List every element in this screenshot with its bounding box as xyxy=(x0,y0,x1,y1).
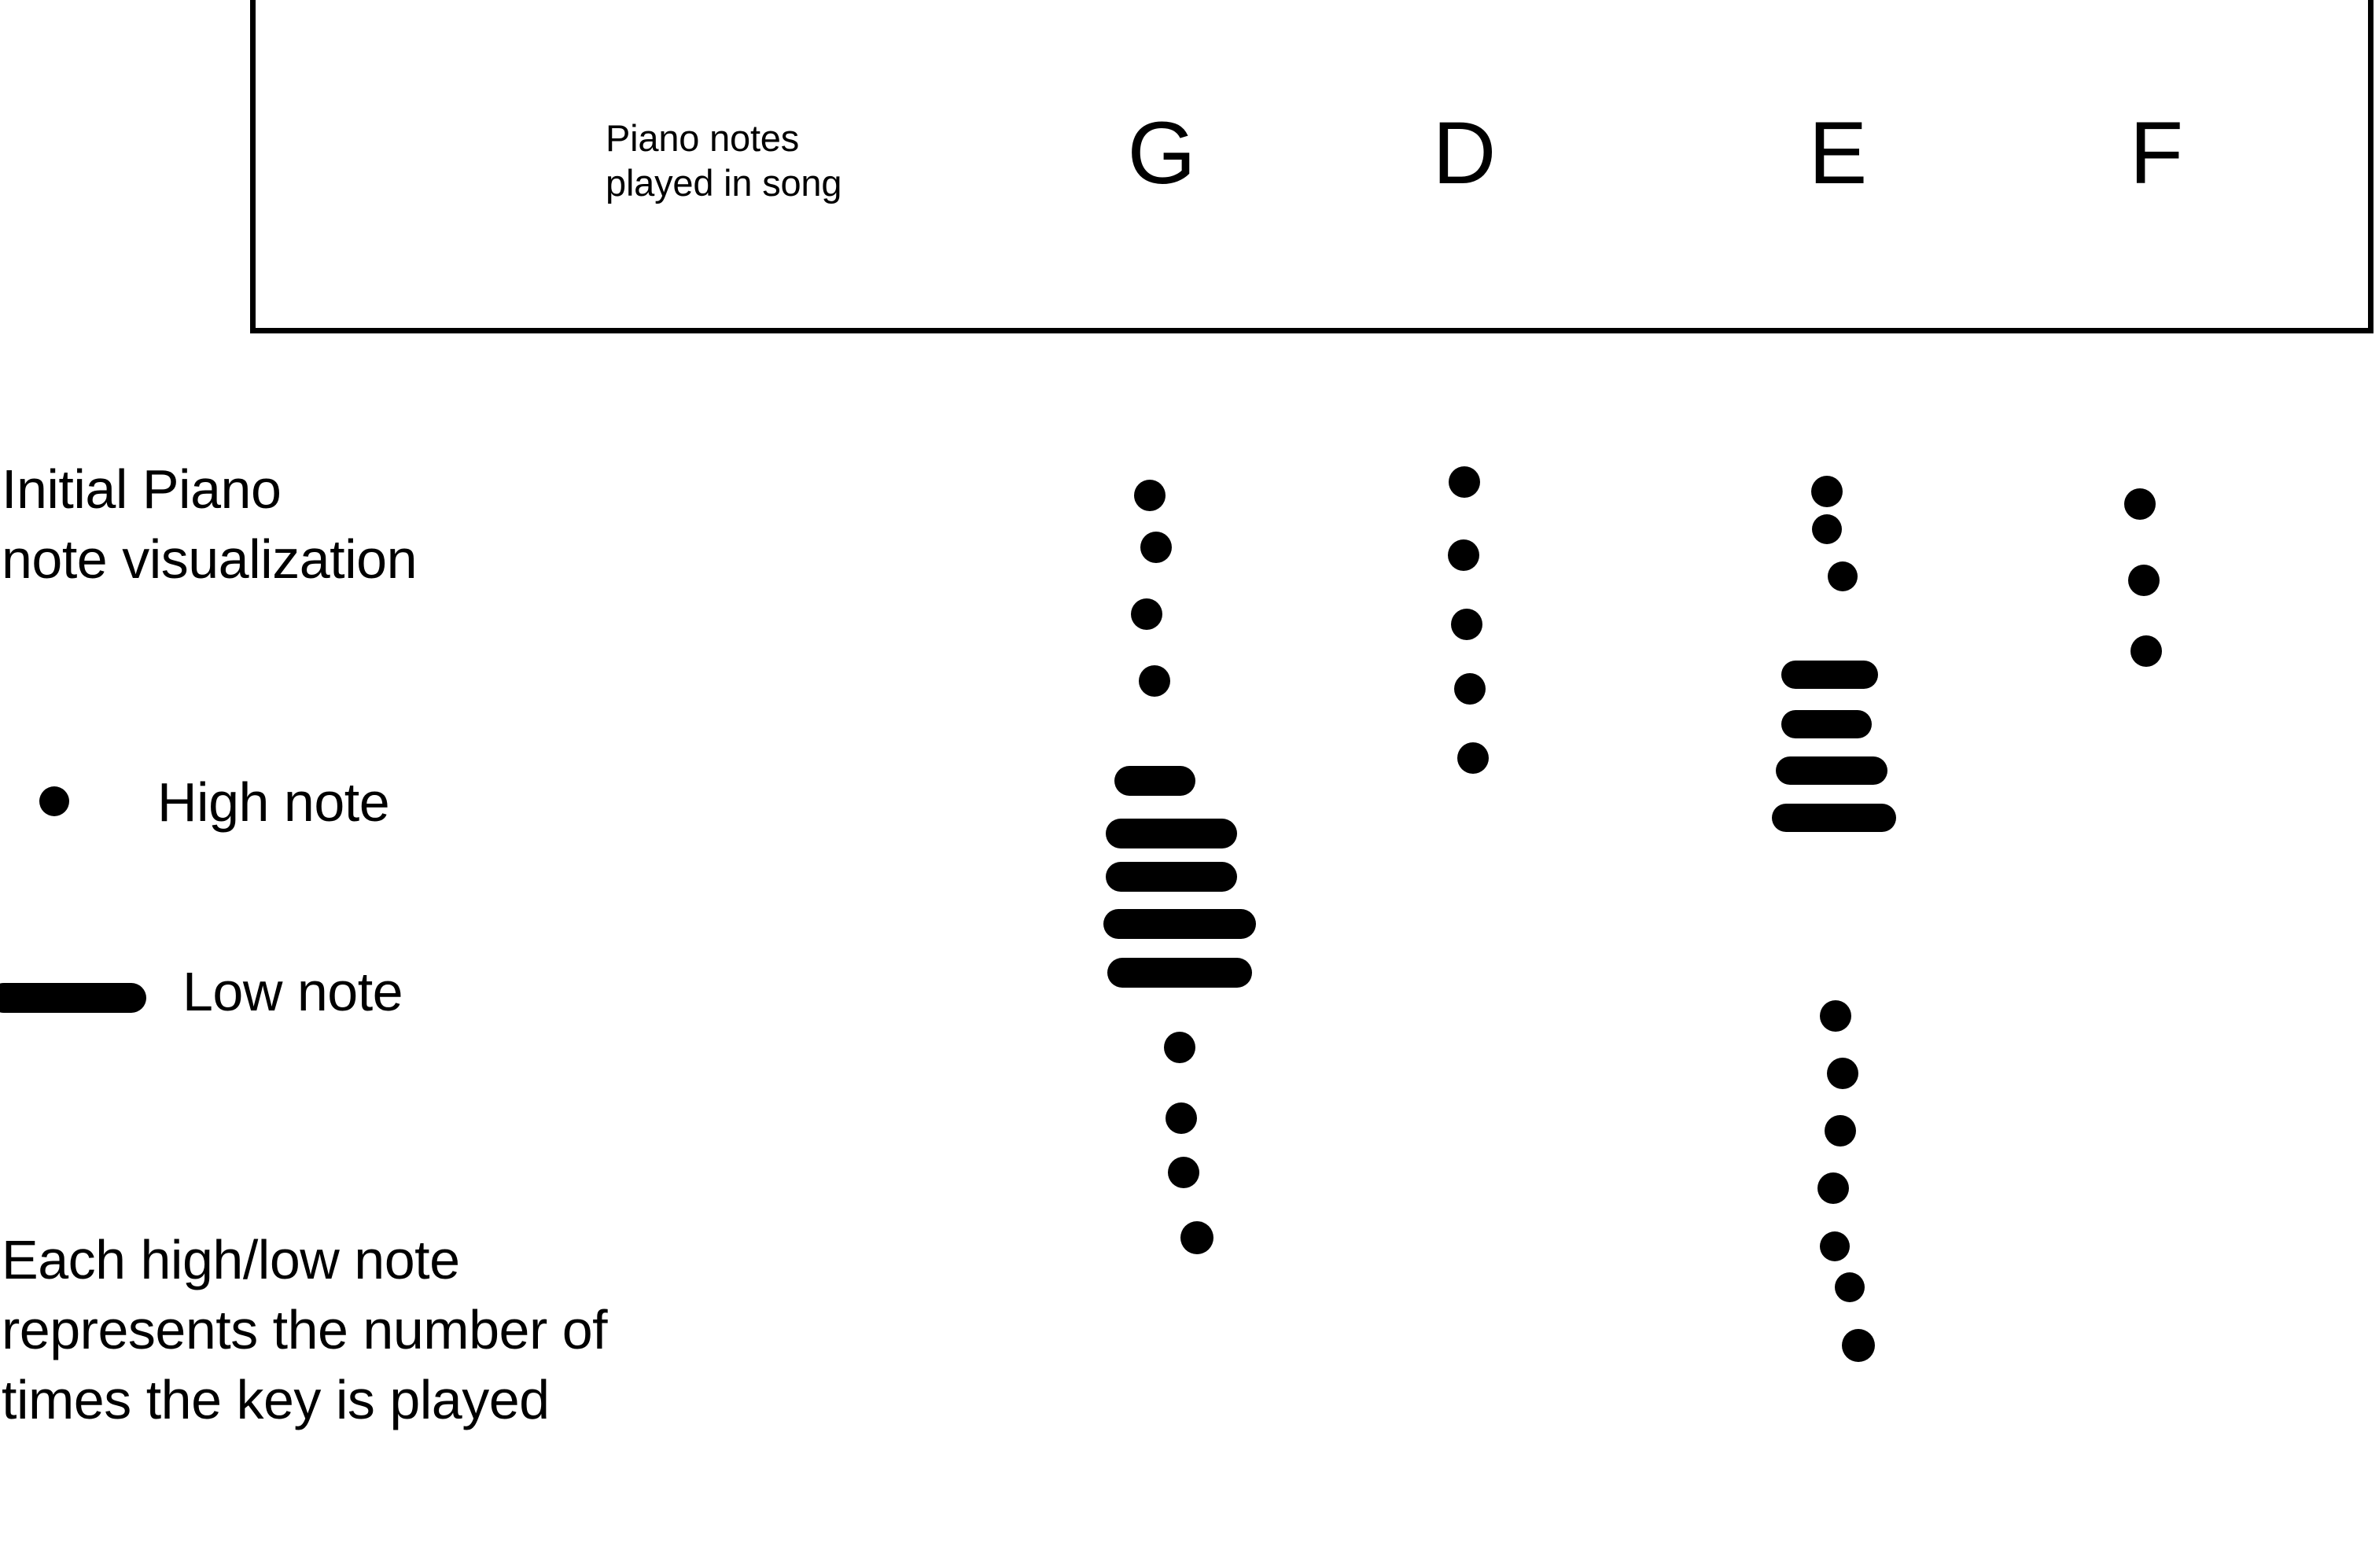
high-note-dot xyxy=(1457,742,1489,774)
low-note-bar xyxy=(1106,862,1237,892)
intro-text: Initial Piano note visualization xyxy=(2,458,418,590)
low-note-bar xyxy=(1103,909,1256,939)
high-note-dot xyxy=(1131,598,1162,630)
high-note-dot-icon xyxy=(39,786,69,816)
high-note-dot xyxy=(1817,1172,1849,1204)
high-note-dot xyxy=(1166,1102,1197,1134)
high-note-dot xyxy=(1827,1058,1858,1089)
legend-low-note-label: Low note xyxy=(182,961,403,1022)
high-note-dot xyxy=(1180,1221,1213,1254)
high-note-dot xyxy=(2130,635,2162,667)
note-letter-g: G xyxy=(1127,104,1196,202)
low-note-bar xyxy=(1772,804,1896,832)
low-note-bar xyxy=(1107,958,1252,988)
header-caption: Piano notes played in song xyxy=(606,117,842,204)
high-note-dot xyxy=(1164,1032,1195,1063)
high-note-dot xyxy=(1454,673,1486,705)
high-note-dot xyxy=(1842,1329,1875,1362)
high-note-dot xyxy=(1448,539,1479,571)
high-note-dot xyxy=(1168,1157,1199,1188)
high-note-dot xyxy=(1449,466,1480,498)
high-note-dot xyxy=(1825,1115,1856,1147)
note-letter-e: E xyxy=(1808,104,1868,202)
high-note-dot xyxy=(1835,1272,1865,1302)
high-note-dot xyxy=(2128,565,2160,596)
high-note-dot xyxy=(1812,514,1842,544)
note-letter-f: F xyxy=(2129,104,2184,202)
high-note-dot xyxy=(1134,480,1166,511)
low-note-bar xyxy=(1781,710,1872,738)
note-letter-d: D xyxy=(1432,104,1497,202)
low-note-bar xyxy=(1776,756,1887,785)
high-note-dot xyxy=(1139,665,1170,697)
high-note-dot xyxy=(1140,532,1172,563)
high-note-dot xyxy=(1828,561,1858,591)
high-note-dot xyxy=(1811,476,1843,507)
high-note-dot xyxy=(1820,1231,1850,1261)
high-note-dot xyxy=(1820,1000,1851,1032)
footer-explanation-text: Each high/low note represents the number… xyxy=(2,1229,608,1430)
high-note-dot xyxy=(1451,609,1482,640)
legend-high-note-label: High note xyxy=(157,771,390,833)
low-note-bar xyxy=(1114,766,1195,796)
low-note-bar xyxy=(1781,661,1878,689)
low-note-bar-icon xyxy=(0,983,146,1013)
high-note-dot xyxy=(2124,488,2156,520)
header-legend-box: Piano notes played in song G D E F xyxy=(250,0,2373,333)
low-note-bar xyxy=(1106,819,1237,848)
